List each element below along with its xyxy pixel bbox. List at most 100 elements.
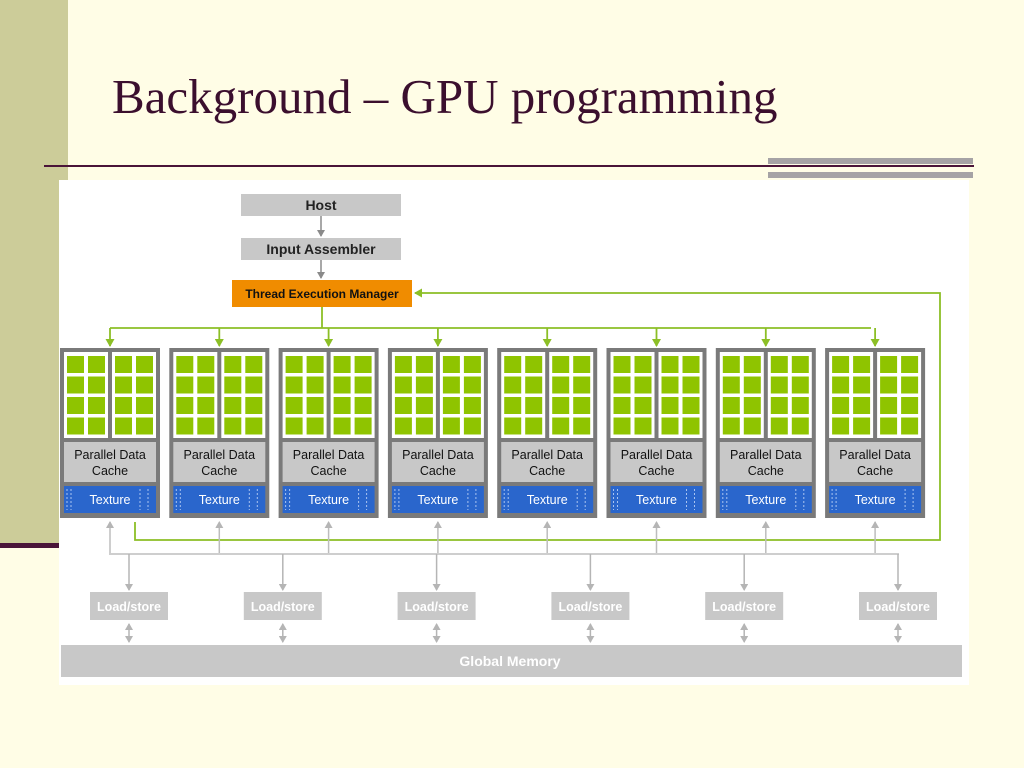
parallel-data-cache-box: [610, 442, 703, 482]
core: [901, 356, 919, 373]
load-store-label: Load/store: [251, 600, 315, 614]
parallel-data-cache-label: Parallel Data: [74, 448, 146, 462]
core: [415, 397, 433, 414]
core: [463, 356, 481, 373]
core: [115, 376, 132, 394]
parallel-data-cache-label: Cache: [420, 464, 456, 478]
core: [394, 397, 412, 414]
parallel-data-cache-label: Cache: [857, 464, 893, 478]
core: [176, 417, 194, 435]
core: [634, 356, 652, 373]
core: [88, 356, 105, 373]
core: [136, 376, 153, 394]
parallel-data-cache-label: Cache: [638, 464, 674, 478]
texture-label: Texture: [636, 493, 677, 507]
core: [791, 376, 809, 394]
core: [552, 417, 570, 435]
core: [136, 356, 153, 373]
core: [245, 397, 263, 414]
core: [525, 417, 543, 435]
left-accent-line: [0, 543, 68, 548]
core: [285, 376, 303, 394]
core: [853, 397, 871, 414]
core: [197, 417, 215, 435]
parallel-data-cache-label: Parallel Data: [839, 448, 911, 462]
input-assembler-box: [241, 238, 401, 260]
load-store-box: [705, 592, 784, 620]
core: [197, 376, 215, 394]
texture-label: Texture: [745, 493, 786, 507]
core: [306, 356, 324, 373]
core: [552, 376, 570, 394]
core: [333, 417, 351, 435]
parallel-data-cache-box: [64, 442, 156, 482]
core: [880, 376, 898, 394]
core: [552, 397, 570, 414]
core: [306, 417, 324, 435]
load-store-unit: Load/store: [243, 554, 322, 643]
parallel-data-cache-label: Parallel Data: [511, 448, 583, 462]
parallel-data-cache-box: [282, 442, 375, 482]
core: [832, 376, 850, 394]
core: [197, 356, 215, 373]
core: [573, 417, 591, 435]
core: [682, 356, 700, 373]
core: [176, 356, 194, 373]
parallel-data-cache-box: [391, 442, 484, 482]
core: [613, 356, 631, 373]
texture-box: [282, 486, 375, 513]
feedback-loop-connector: [134, 288, 941, 541]
core: [442, 376, 460, 394]
core: [197, 397, 215, 414]
parallel-data-cache-box: [719, 442, 812, 482]
core: [682, 376, 700, 394]
core: [176, 397, 194, 414]
core: [354, 376, 372, 394]
core: [722, 376, 740, 394]
core: [573, 397, 591, 414]
core: [770, 356, 788, 373]
core: [791, 356, 809, 373]
core: [88, 397, 105, 414]
slide-title: Background – GPU programming: [112, 69, 778, 124]
core: [525, 397, 543, 414]
core: [394, 417, 412, 435]
core: [504, 397, 522, 414]
core: [634, 417, 652, 435]
parallel-data-cache-label: Cache: [92, 464, 128, 478]
core: [176, 376, 194, 394]
core: [245, 356, 263, 373]
core: [722, 397, 740, 414]
core: [791, 397, 809, 414]
title-divider-accent: [768, 158, 973, 179]
parallel-data-cache-label: Parallel Data: [402, 448, 474, 462]
core: [770, 397, 788, 414]
core: [333, 397, 351, 414]
load-store-label: Load/store: [97, 600, 161, 614]
core: [285, 356, 303, 373]
core: [853, 376, 871, 394]
parallel-data-cache-box: [829, 442, 922, 482]
core: [115, 417, 132, 435]
core: [115, 356, 132, 373]
parallel-data-cache-label: Parallel Data: [621, 448, 693, 462]
core: [832, 417, 850, 435]
core: [463, 417, 481, 435]
parallel-data-cache-label: Parallel Data: [184, 448, 256, 462]
core: [525, 376, 543, 394]
load-store-unit: Load/store: [397, 554, 476, 643]
core: [463, 397, 481, 414]
load-store-unit: Load/store: [705, 554, 784, 643]
texture-label: Texture: [199, 493, 240, 507]
texture-box: [173, 486, 266, 513]
load-store-label: Load/store: [405, 600, 469, 614]
core: [67, 397, 84, 414]
texture-box: [829, 486, 922, 513]
load-store-unit: Load/store: [90, 554, 168, 643]
